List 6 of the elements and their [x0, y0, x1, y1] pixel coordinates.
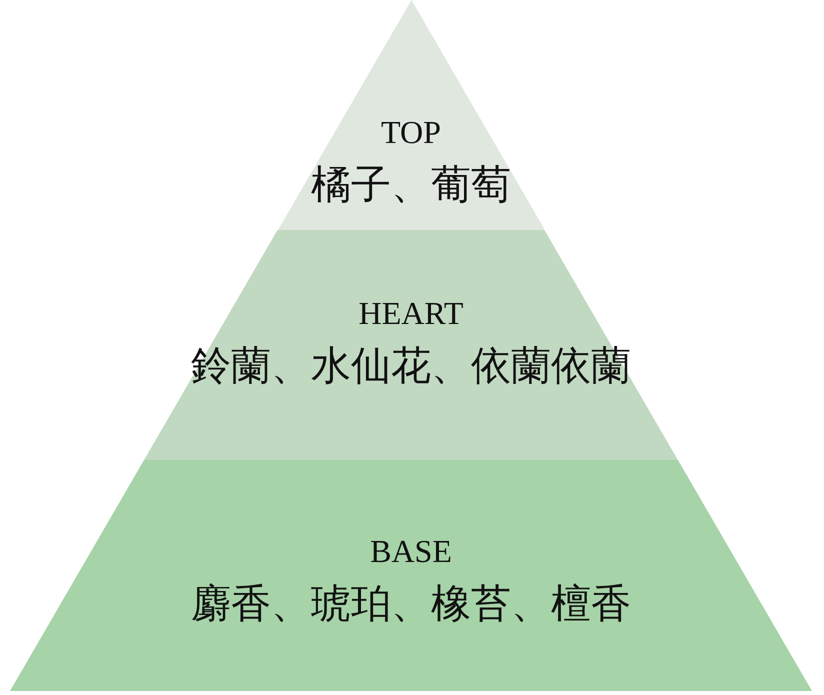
- note-list: 鈴蘭、水仙花、依蘭依蘭: [190, 343, 631, 389]
- note-list: 麝香、琥珀、橡苔、檀香: [191, 581, 631, 627]
- tier-title: TOP: [381, 114, 441, 151]
- tier-title: BASE: [370, 533, 452, 570]
- tier-title: HEART: [358, 295, 464, 332]
- note-list: 橘子、葡萄: [310, 162, 511, 208]
